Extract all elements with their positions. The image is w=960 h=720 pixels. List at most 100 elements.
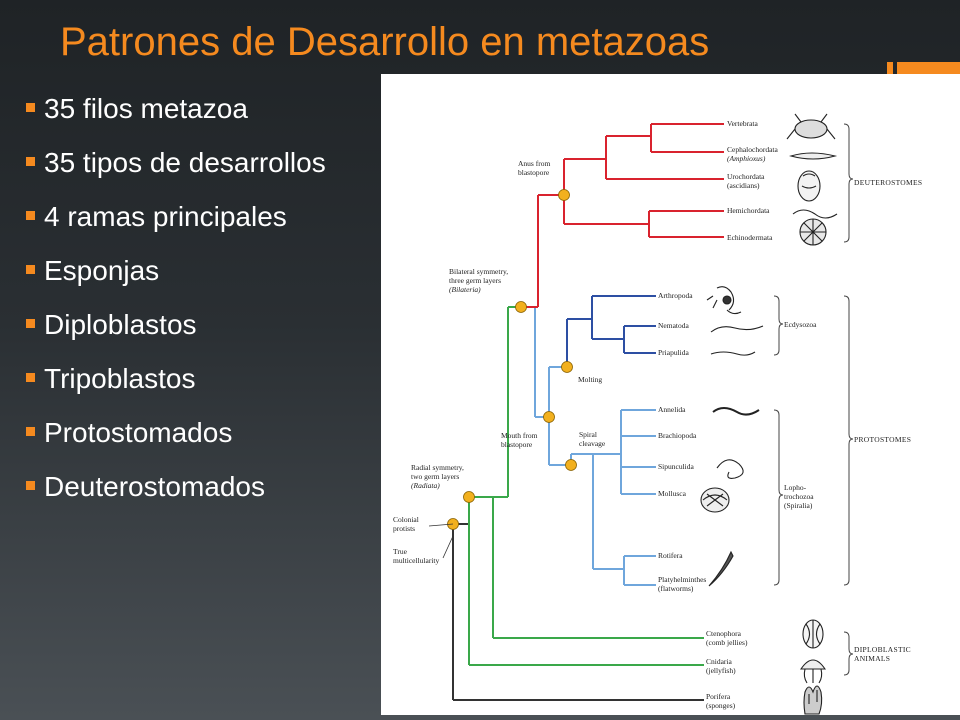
taxon-sipunculida: Sipunculida xyxy=(658,462,695,471)
node-label-radiata-3: (Radiata) xyxy=(411,481,440,490)
priapulid-icon xyxy=(710,351,756,356)
group-brackets xyxy=(773,123,854,676)
taxon-cephalochordata-sub: (Amphioxus) xyxy=(727,154,766,163)
bullet-square-icon xyxy=(26,265,35,274)
bullet-item: 4 ramas principales xyxy=(24,200,369,233)
bullet-text: 35 filos metazoa xyxy=(44,93,248,124)
phylogenetic-tree: Vertebrata Cephalochordata (Amphioxus) U… xyxy=(393,113,922,715)
sponge-icon xyxy=(803,685,823,715)
node-label-mouth-2: blastopore xyxy=(501,440,533,449)
bullet-square-icon xyxy=(26,481,35,490)
taxon-hemichordata: Hemichordata xyxy=(727,206,770,215)
taxon-brachiopoda: Brachiopoda xyxy=(658,431,697,440)
taxon-cnidaria: Cnidaria xyxy=(706,657,732,666)
node-labels: Anus from blastopore Bilateral symmetry,… xyxy=(393,159,606,565)
group-lopho-1: Lopho- xyxy=(784,483,807,492)
bullet-item: 35 tipos de desarrollos xyxy=(24,146,369,179)
group-lopho-3: (Spiralia) xyxy=(784,501,813,510)
taxon-rotifera: Rotifera xyxy=(658,551,683,560)
node-label-bilateria-1: Bilateral symmetry, xyxy=(449,267,508,276)
taxon-platyhelminthes-sub: (flatworms) xyxy=(658,584,694,593)
node-dots xyxy=(447,189,577,530)
node-label-colonial-1: Colonial xyxy=(393,515,419,524)
taxon-echinodermata: Echinodermata xyxy=(727,233,773,242)
sipunculid-icon xyxy=(716,459,744,479)
flatworm-icon xyxy=(708,550,734,587)
node-label-bilateria-3: (Bilateria) xyxy=(449,285,481,294)
ascidian-icon xyxy=(797,170,821,202)
root-branches xyxy=(452,497,704,701)
bullet-text: 35 tipos de desarrollos xyxy=(44,147,326,178)
bullet-text: Esponjas xyxy=(44,255,160,286)
deuterostome-branches xyxy=(521,123,724,308)
taxon-ctenophora-sub: (comb jellies) xyxy=(706,638,748,647)
node-label-radiata-2: two germ layers xyxy=(411,472,459,481)
taxon-platyhelminthes: Platyhelminthes xyxy=(658,575,706,584)
node-mouth-from-blastopore xyxy=(543,411,555,423)
bullet-square-icon xyxy=(26,373,35,382)
lancelet-icon xyxy=(789,152,838,160)
phylogeny-figure: Vertebrata Cephalochordata (Amphioxus) U… xyxy=(381,74,960,715)
nematode-icon xyxy=(710,325,764,333)
lophotrochozoa-branches xyxy=(548,366,656,586)
bullet-text: Diploblastos xyxy=(44,309,197,340)
node-radiata xyxy=(463,491,475,503)
node-molting xyxy=(561,361,573,373)
group-lopho-2: trochozoa xyxy=(784,492,814,501)
bullet-text: 4 ramas principales xyxy=(44,201,287,232)
taxon-arthropoda: Arthropoda xyxy=(658,291,693,300)
annelid-icon xyxy=(712,407,760,416)
taxon-annelida: Annelida xyxy=(658,405,686,414)
group-ecdysozoa: Ecdysozoa xyxy=(784,320,817,329)
node-spiral-cleavage xyxy=(565,459,577,471)
group-protostomes: PROTOSTOMES xyxy=(854,435,911,444)
node-label-spiral-1: Spiral xyxy=(579,430,597,439)
taxon-ctenophora: Ctenophora xyxy=(706,629,742,638)
bullet-item: Deuterostomados xyxy=(24,470,369,503)
protostome-trunk xyxy=(521,306,549,418)
group-diploblastic-2: ANIMALS xyxy=(854,654,890,663)
node-label-colonial-2: protists xyxy=(393,524,415,533)
taxon-vertebrata: Vertebrata xyxy=(727,119,758,128)
node-label-bilateria-2: three germ layers xyxy=(449,276,501,285)
node-label-spiral-2: cleavage xyxy=(579,439,606,448)
bullet-text: Tripoblastos xyxy=(44,363,196,394)
taxon-labels: Vertebrata Cephalochordata (Amphioxus) U… xyxy=(658,119,778,710)
node-label-true-2: multicellularity xyxy=(393,556,439,565)
taxon-urochordata-sub: (ascidians) xyxy=(727,181,760,190)
ctenophore-icon xyxy=(802,619,824,649)
bullet-square-icon xyxy=(26,427,35,436)
bullet-square-icon xyxy=(26,211,35,220)
bullet-square-icon xyxy=(26,319,35,328)
node-anus-from-blastopore xyxy=(558,189,570,201)
node-bilateria xyxy=(515,301,527,313)
node-label-true-1: True xyxy=(393,547,408,556)
animal-illustrations xyxy=(700,113,838,715)
taxon-cephalochordata: Cephalochordata xyxy=(727,145,778,154)
taxon-nematoda: Nematoda xyxy=(658,321,689,330)
taxon-porifera: Porifera xyxy=(706,692,731,701)
acorn-worm-icon xyxy=(792,209,838,219)
group-deuterostomes: DEUTEROSTOMES xyxy=(854,178,922,187)
bullet-square-icon xyxy=(26,157,35,166)
taxon-porifera-sub: (sponges) xyxy=(706,701,736,710)
group-labels: DEUTEROSTOMES Ecdysozoa PROTOSTOMES Loph… xyxy=(784,178,922,663)
mollusc-shell-icon xyxy=(700,487,730,513)
taxon-cnidaria-sub: (jellyfish) xyxy=(706,666,736,675)
taxon-priapulida: Priapulida xyxy=(658,348,689,357)
node-label-anus-1: Anus from xyxy=(518,159,550,168)
slide-title: Patrones de Desarrollo en metazoas xyxy=(60,20,710,64)
bullet-item: Tripoblastos xyxy=(24,362,369,395)
sea-urchin-icon xyxy=(799,218,827,246)
bullet-text: Deuterostomados xyxy=(44,471,266,502)
bullet-item: Protostomados xyxy=(24,416,369,449)
scorpion-icon xyxy=(706,286,742,315)
bullet-item: Diploblastos xyxy=(24,308,369,341)
node-label-anus-2: blastopore xyxy=(518,168,550,177)
bullet-text: Protostomados xyxy=(44,417,233,448)
group-diploblastic-1: DIPLOBLASTIC xyxy=(854,645,911,654)
taxon-urochordata: Urochordata xyxy=(727,172,765,181)
taxon-mollusca: Mollusca xyxy=(658,489,687,498)
bullet-item: 35 filos metazoa xyxy=(24,92,369,125)
ecdysozoa-branches xyxy=(566,295,656,367)
